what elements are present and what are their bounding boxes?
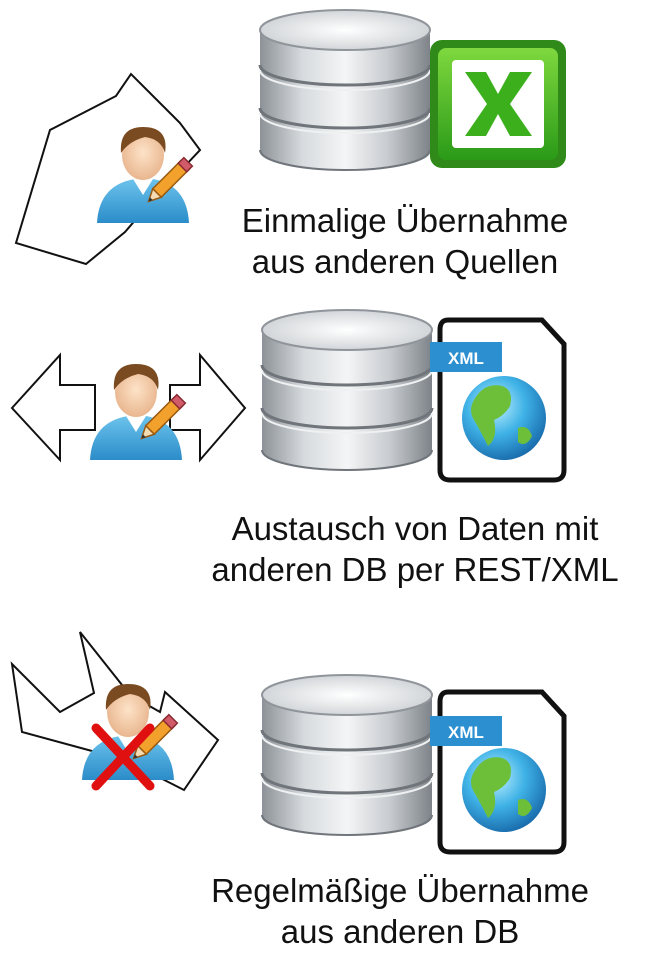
caption-line: Austausch von Daten mit [231,510,599,547]
svg-text:XML: XML [448,349,484,368]
caption-data-exchange: Austausch von Daten mit anderen DB per R… [190,508,640,590]
caption-line: aus anderen DB [280,913,520,950]
database-icon [260,308,434,472]
left-right-arrow [10,352,96,463]
excel-icon [430,40,566,168]
user-edit-icon [89,363,187,461]
caption-one-time-import: Einmalige Übernahme aus anderen Quellen [195,200,615,282]
xml-badge: XML [430,342,502,372]
caption-regular-import: Regelmäßige Übernahme aus anderen DB [180,870,620,952]
xml-badge: XML [430,716,502,746]
database-icon [258,8,432,172]
caption-line: Regelmäßige Übernahme [211,872,589,909]
svg-text:XML: XML [448,723,484,742]
caption-line: anderen DB per REST/XML [211,551,619,588]
database-icon [260,673,434,837]
no-edit-mark [91,723,155,791]
caption-line: Einmalige Übernahme [241,202,569,239]
caption-line: aus anderen Quellen [251,243,559,280]
